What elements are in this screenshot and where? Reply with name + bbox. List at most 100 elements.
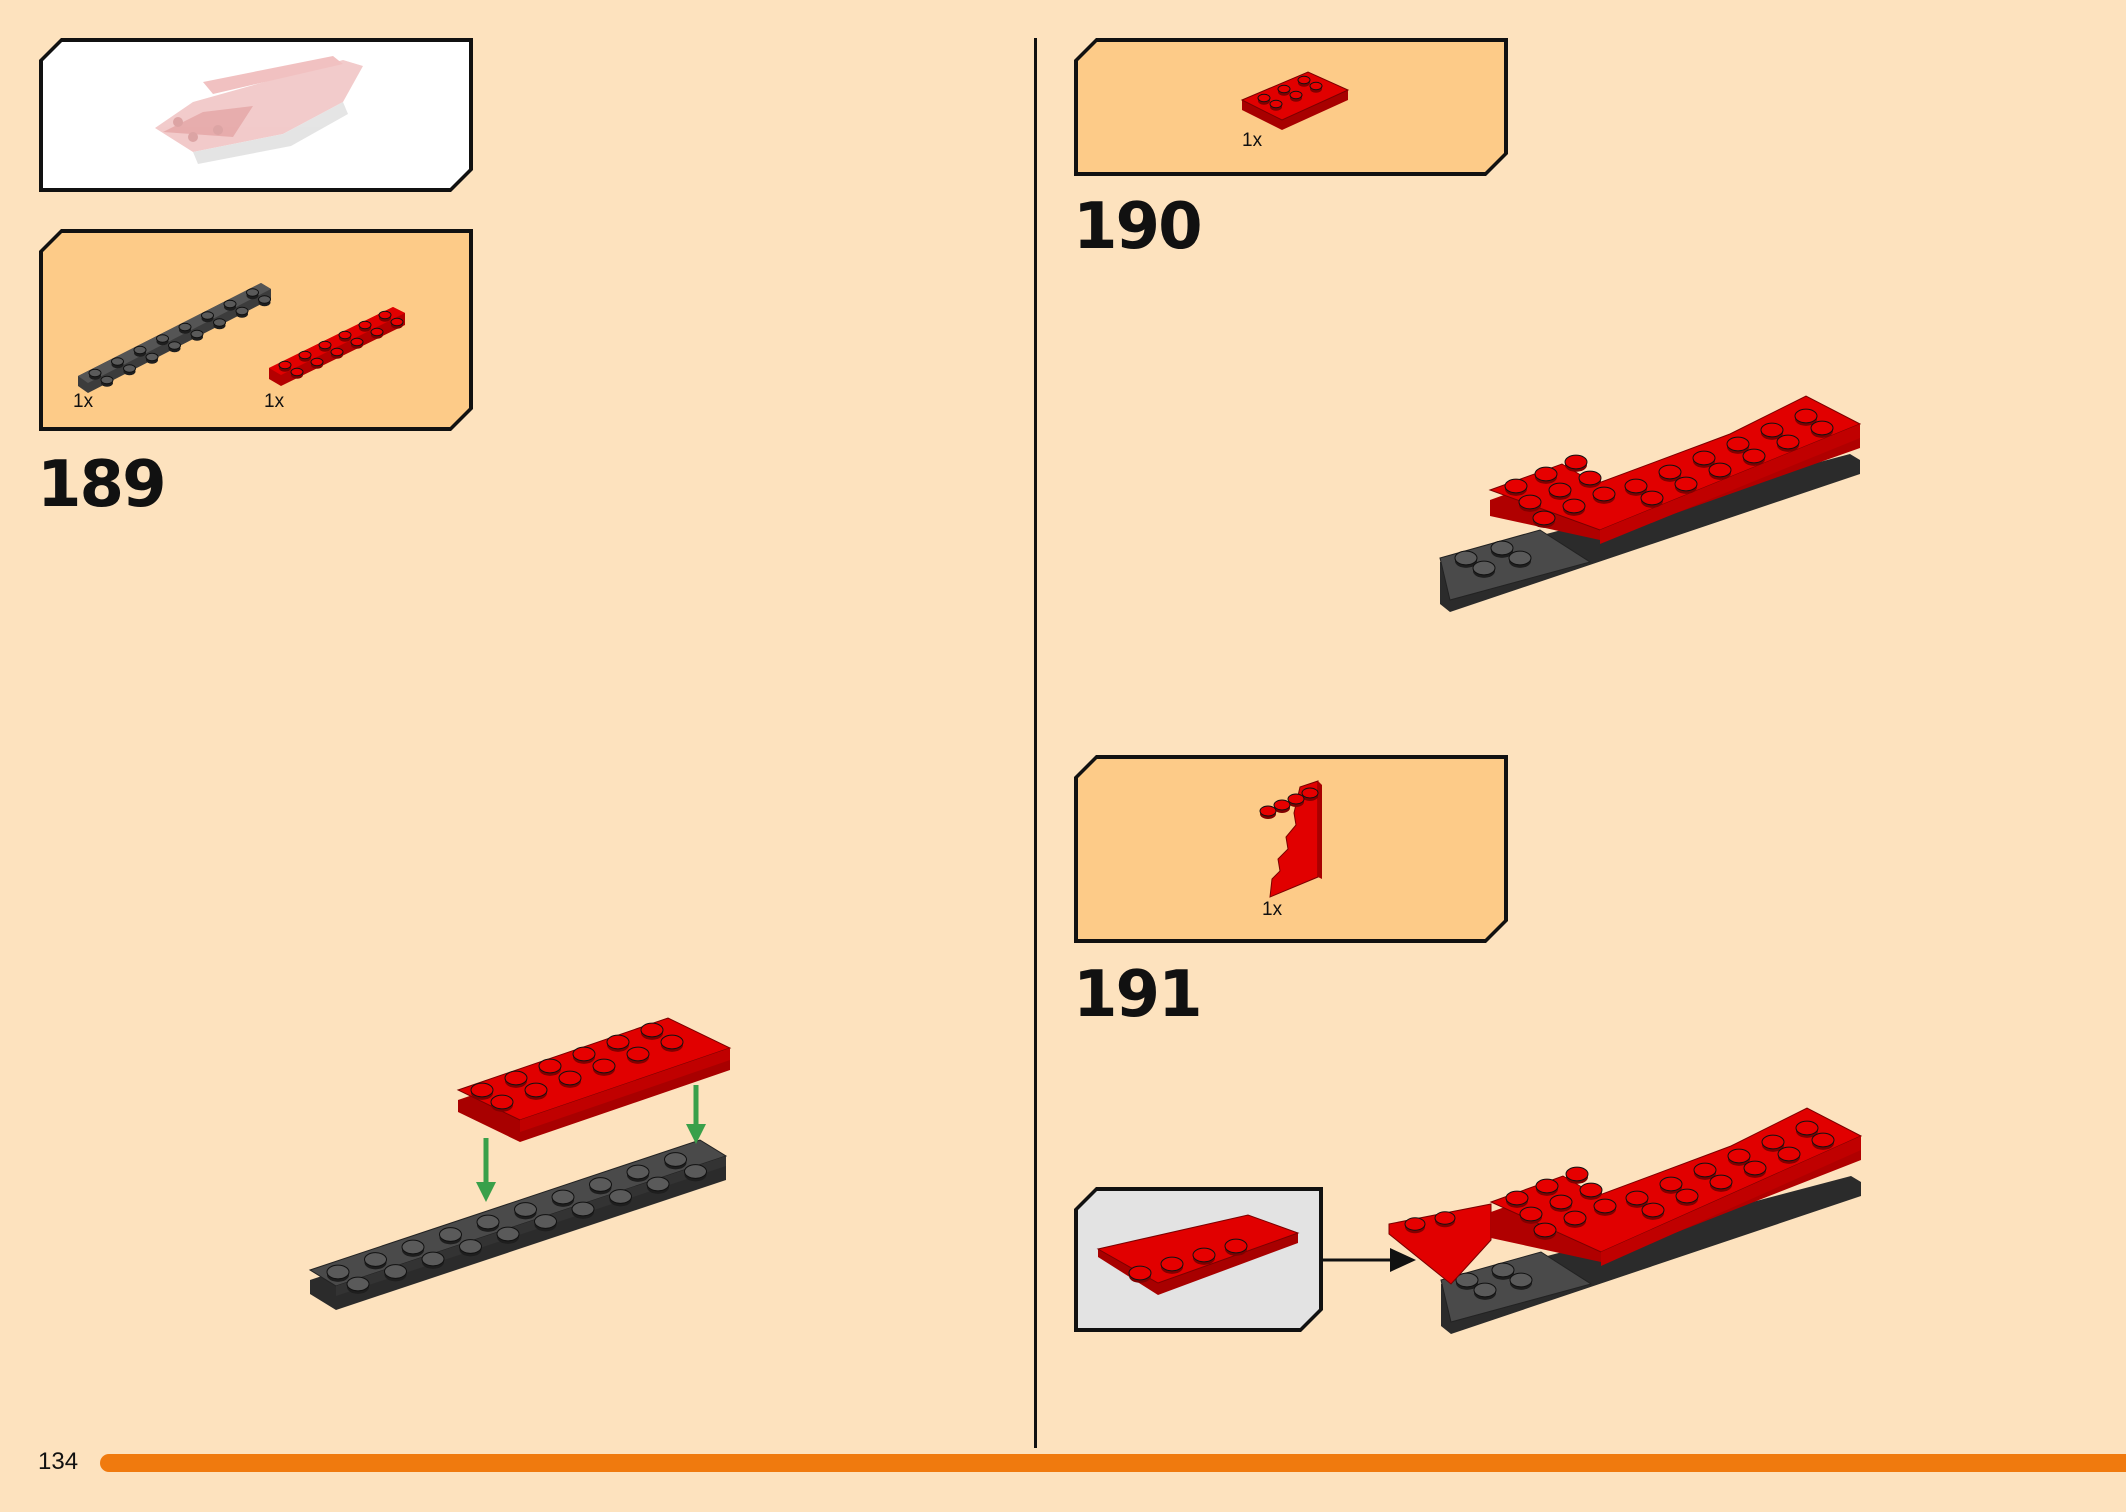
red-plate-2x6-icon bbox=[263, 293, 463, 403]
stud bbox=[609, 1189, 632, 1204]
stud bbox=[1533, 1222, 1557, 1238]
stud bbox=[124, 365, 136, 372]
stud bbox=[134, 346, 146, 353]
stud bbox=[626, 1164, 650, 1180]
stud bbox=[1593, 1198, 1617, 1214]
stud bbox=[112, 358, 124, 365]
stud bbox=[1777, 1146, 1801, 1162]
stud bbox=[1509, 1272, 1533, 1288]
stud bbox=[439, 1227, 462, 1242]
stud bbox=[1640, 490, 1664, 506]
stud bbox=[1776, 434, 1800, 450]
stud bbox=[1563, 1210, 1587, 1226]
stud bbox=[1129, 1266, 1151, 1280]
stud bbox=[1810, 420, 1834, 436]
progress-bar bbox=[100, 1454, 2126, 1472]
stud bbox=[1709, 1174, 1733, 1190]
stud bbox=[459, 1239, 482, 1254]
arrow-right-icon bbox=[1322, 1248, 1416, 1272]
stud bbox=[534, 1214, 557, 1229]
stud bbox=[1508, 550, 1532, 566]
stud bbox=[1658, 464, 1682, 480]
stud bbox=[89, 369, 101, 376]
stud bbox=[1579, 1182, 1603, 1198]
stud bbox=[1434, 1211, 1456, 1225]
part-qty: 1x bbox=[264, 391, 285, 412]
stud bbox=[1708, 462, 1732, 478]
down-arrow-icon bbox=[476, 1138, 496, 1202]
stud bbox=[224, 300, 236, 307]
stud bbox=[1454, 550, 1478, 566]
stud bbox=[1693, 1162, 1717, 1178]
stud bbox=[1278, 85, 1290, 92]
stud bbox=[524, 1082, 548, 1098]
stud bbox=[1578, 470, 1602, 486]
stud bbox=[1659, 1176, 1683, 1192]
stud bbox=[1302, 788, 1318, 798]
stud bbox=[339, 331, 351, 338]
stud bbox=[146, 353, 158, 360]
stud bbox=[401, 1239, 425, 1255]
stud bbox=[589, 1177, 612, 1192]
stud bbox=[1504, 478, 1528, 494]
stud bbox=[379, 311, 391, 318]
stud bbox=[1491, 1262, 1515, 1278]
step-number: 189 bbox=[37, 448, 167, 522]
stud bbox=[214, 319, 226, 326]
stud bbox=[1548, 482, 1572, 498]
stud bbox=[496, 1226, 520, 1242]
stud bbox=[179, 323, 191, 330]
stud bbox=[311, 358, 323, 365]
stud bbox=[1490, 540, 1514, 556]
red-wedge-plate-icon bbox=[1258, 779, 1338, 909]
stud bbox=[606, 1034, 630, 1050]
stud bbox=[1161, 1257, 1183, 1271]
stud bbox=[101, 376, 113, 383]
submodel-preview-box bbox=[39, 38, 473, 192]
stud bbox=[236, 307, 248, 314]
stud bbox=[299, 351, 311, 358]
step-number: 191 bbox=[1073, 958, 1203, 1032]
stud bbox=[476, 1214, 500, 1230]
stud bbox=[1518, 494, 1542, 510]
stud bbox=[640, 1022, 664, 1038]
stud bbox=[1404, 1217, 1426, 1231]
step-190-assembly bbox=[1439, 395, 1862, 612]
page-divider bbox=[1034, 38, 1037, 1448]
stud bbox=[1761, 1134, 1785, 1150]
stud bbox=[1565, 1166, 1589, 1182]
down-arrow-icon bbox=[686, 1085, 706, 1144]
stud bbox=[1727, 1148, 1751, 1164]
step-191-assembly bbox=[1388, 1107, 1863, 1334]
stud bbox=[359, 321, 371, 328]
stud bbox=[1760, 422, 1784, 438]
page-number: 134 bbox=[38, 1448, 79, 1475]
step-190-parts-callout: 1x bbox=[1074, 38, 1508, 176]
stud bbox=[1794, 408, 1818, 424]
stud bbox=[1811, 1132, 1835, 1148]
stud bbox=[1675, 1188, 1699, 1204]
stud bbox=[1624, 478, 1648, 494]
stud bbox=[169, 342, 181, 349]
stud bbox=[1535, 1178, 1559, 1194]
step-189-parts-callout: 1x 1x bbox=[39, 229, 473, 431]
stud bbox=[202, 312, 214, 319]
stud bbox=[259, 296, 271, 303]
stud bbox=[157, 335, 169, 342]
stud bbox=[1564, 454, 1588, 470]
part-qty: 1x bbox=[73, 391, 94, 412]
stud bbox=[646, 1176, 670, 1192]
stud bbox=[1274, 800, 1290, 810]
stud bbox=[279, 361, 291, 368]
stud bbox=[1258, 94, 1270, 101]
stud bbox=[1298, 76, 1310, 83]
stud bbox=[1625, 1190, 1649, 1206]
red-wedge-plate-rotated-icon bbox=[1078, 1191, 1318, 1331]
stud bbox=[384, 1264, 407, 1279]
stud bbox=[1225, 1239, 1247, 1253]
stud bbox=[1742, 448, 1766, 464]
stud bbox=[1260, 806, 1276, 816]
stud bbox=[572, 1046, 596, 1062]
stud bbox=[592, 1058, 616, 1074]
step-189-assembly bbox=[308, 1017, 732, 1310]
